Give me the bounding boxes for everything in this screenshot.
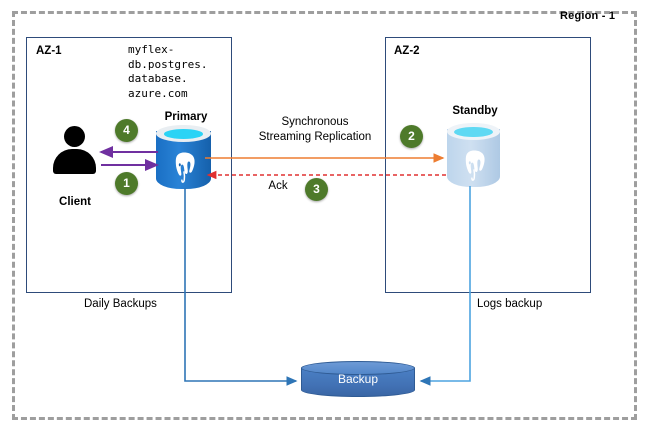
client-label: Client (59, 196, 91, 208)
postgres-database-icon-primary (156, 125, 211, 190)
region-boundary (12, 11, 637, 420)
endpoint-hostname: myflex- db.postgres. database. azure.com (128, 43, 208, 100)
daily-backups-label: Daily Backups (84, 298, 157, 310)
user-body-shape (53, 149, 96, 174)
step-badge-1: 1 (115, 172, 138, 195)
standby-label: Standby (452, 105, 498, 117)
availability-zone-az2 (385, 37, 591, 293)
az1-label: AZ-1 (36, 45, 62, 57)
user-head-shape (64, 126, 85, 147)
step-badge-4: 4 (115, 119, 138, 142)
step-badge-3: 3 (305, 178, 328, 201)
postgres-elephant-icon (175, 152, 195, 183)
cylinder-inner-top (163, 128, 204, 139)
cylinder-top (301, 361, 415, 375)
step-badge-2: 2 (400, 125, 423, 148)
user-icon (52, 126, 98, 174)
cylinder-inner-top (454, 126, 493, 137)
logs-backup-label: Logs backup (477, 298, 543, 310)
region-label: Region - 1 (560, 10, 616, 22)
storage-cylinder-icon-backup (301, 361, 415, 400)
availability-zone-az1 (26, 37, 232, 293)
primary-label: Primary (164, 111, 208, 123)
postgres-database-icon-standby (447, 123, 500, 187)
backup-label: Backup (337, 372, 379, 386)
ack-label: Ack (268, 180, 288, 192)
replication-label: Synchronous Streaming Replication (258, 116, 372, 143)
postgres-elephant-icon (465, 150, 485, 181)
az2-label: AZ-2 (394, 45, 420, 57)
